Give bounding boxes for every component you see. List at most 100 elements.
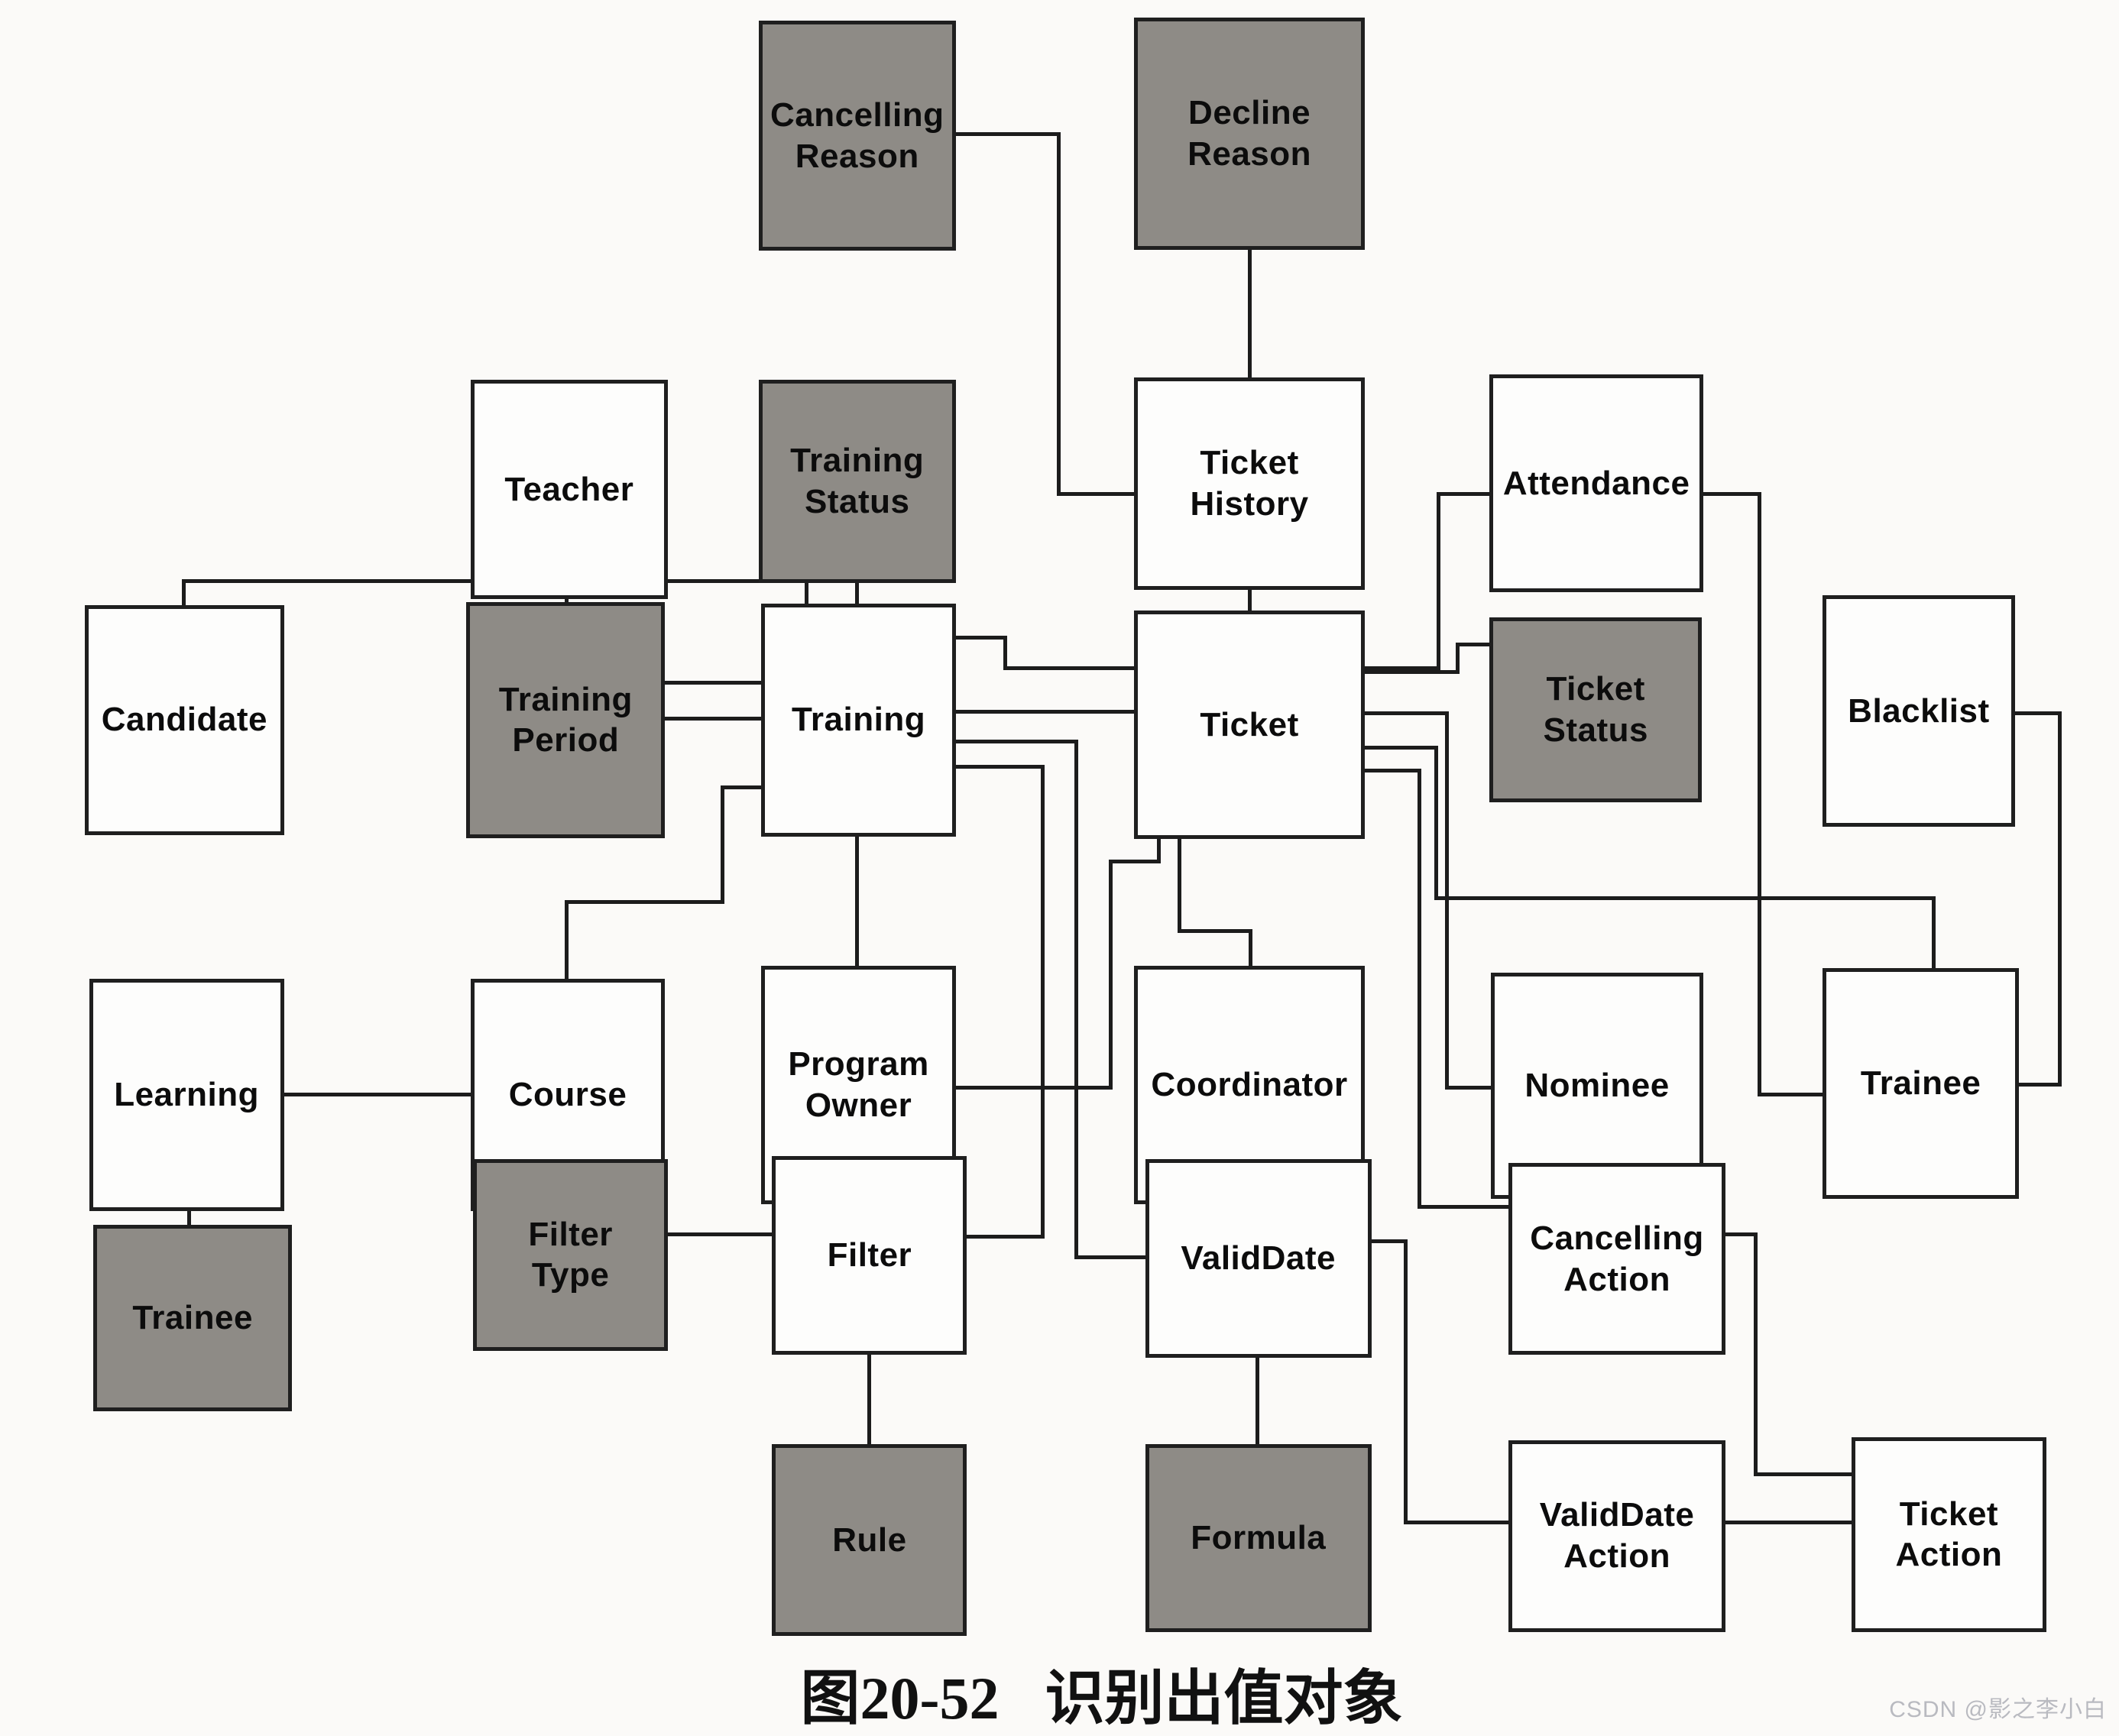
connector-ticket--ticket-status: [1456, 643, 1460, 674]
connector-ticket--trainee: [1932, 896, 1936, 970]
node-trainee: Trainee: [1823, 968, 2019, 1199]
node-label-formula: Formula: [1191, 1519, 1327, 1557]
node-label-filter: Filter: [827, 1236, 912, 1274]
node-label-course: Course: [508, 1076, 627, 1114]
connector-cancelling-reason--ticket-history: [1057, 132, 1061, 496]
node-filter: Filter: [772, 1156, 967, 1355]
node-label-valid-date: ValidDate: [1181, 1239, 1337, 1277]
connector-training--valid-date: [1074, 1255, 1148, 1260]
connector-ticket--coordinator: [1178, 837, 1182, 934]
node-attendance: Attendance: [1489, 374, 1704, 593]
connector-cancelling-action--ticket-action: [1753, 1472, 1854, 1476]
connector-ticket--nominee: [1362, 711, 1449, 715]
connector-training-status--training: [855, 581, 860, 606]
node-label-ticket: Ticket: [1200, 705, 1299, 743]
connector-candidate--training: [182, 579, 186, 607]
connector-ticket--program-owner: [1109, 859, 1162, 863]
node-label-nominee: Nominee: [1524, 1066, 1670, 1104]
node-label-trainee-value: Trainee: [132, 1298, 253, 1336]
connector-valid-date--valid-date-action: [1404, 1520, 1511, 1524]
connector-decline-reason--ticket-history: [1247, 248, 1252, 380]
connector-attendance--trainee: [1758, 491, 1762, 1096]
node-nominee: Nominee: [1490, 972, 1704, 1199]
connector-training--program-owner: [855, 834, 860, 968]
node-rule: Rule: [772, 1443, 967, 1637]
node-label-blacklist: Blacklist: [1848, 691, 1990, 730]
connector-ticket--trainee: [1434, 896, 1936, 901]
connector-attendance--training: [1437, 491, 1492, 496]
connector-training-period--training: [663, 716, 763, 721]
connector-ticket--nominee: [1445, 1085, 1493, 1090]
connector-valid-date--valid-date-action: [1369, 1239, 1408, 1243]
node-blacklist: Blacklist: [1823, 594, 2015, 828]
node-trainee-value: Trainee: [93, 1224, 293, 1411]
connector-valid-date--formula: [1256, 1355, 1260, 1446]
connector-attendance--trainee: [1758, 1092, 1825, 1096]
connector-course--training: [564, 900, 725, 905]
connector-attendance--training: [954, 636, 1008, 640]
node-label-candidate: Candidate: [101, 701, 267, 739]
connector-ticket--nominee: [1445, 711, 1449, 1090]
connector-filter-type--filter: [666, 1232, 774, 1236]
connector-ticket--cancelling-action: [1362, 769, 1422, 773]
node-ticket: Ticket: [1134, 610, 1365, 840]
connector-learning--trainee-value: [187, 1209, 192, 1227]
node-learning: Learning: [89, 979, 284, 1211]
node-label-trainee: Trainee: [1860, 1064, 1981, 1103]
node-training: Training: [761, 603, 956, 837]
connector-ticket--program-owner: [1109, 859, 1113, 1090]
connector-ticket--program-owner: [1157, 837, 1162, 863]
node-valid-date: ValidDate: [1145, 1158, 1372, 1358]
connector-training--filter: [964, 1235, 1045, 1239]
connector-ticket-history--ticket: [1247, 588, 1252, 613]
connector-teacher--training: [564, 681, 808, 685]
connector-candidate--training: [804, 579, 808, 606]
connector-training--filter: [1040, 764, 1045, 1239]
connector-blacklist--trainee: [2013, 711, 2062, 715]
connector-ticket--trainee: [1434, 745, 1438, 901]
node-label-teacher: Teacher: [504, 470, 634, 508]
connector-valid-date--valid-date-action: [1404, 1239, 1408, 1524]
connector-cancelling-reason--ticket-history: [1057, 491, 1136, 496]
connector-valid-date-action--ticket-action: [1723, 1520, 1854, 1524]
connector-training--filter: [954, 764, 1045, 769]
node-label-attendance: Attendance: [1502, 464, 1690, 502]
connector-course--training: [564, 900, 569, 981]
connector-attendance--training: [1003, 636, 1008, 670]
connector-ticket--program-owner: [954, 1085, 1113, 1090]
connector-ticket--coordinator: [1249, 929, 1253, 968]
connector-attendance--training: [1437, 491, 1441, 670]
connector-learning--course: [282, 1092, 473, 1096]
connector-ticket--cancelling-action: [1418, 1204, 1511, 1209]
connector-cancelling-reason--ticket-history: [954, 132, 1061, 137]
connector-ticket--trainee: [1362, 745, 1438, 750]
connector-training--ticket: [954, 710, 1136, 714]
connector-training--valid-date: [954, 740, 1079, 744]
connector-ticket--ticket-status: [1456, 643, 1492, 647]
node-label-rule: Rule: [832, 1521, 907, 1559]
connector-course--training: [721, 785, 763, 789]
connector-course--training: [721, 785, 725, 905]
figure-number: 图20-52: [800, 1665, 1000, 1731]
